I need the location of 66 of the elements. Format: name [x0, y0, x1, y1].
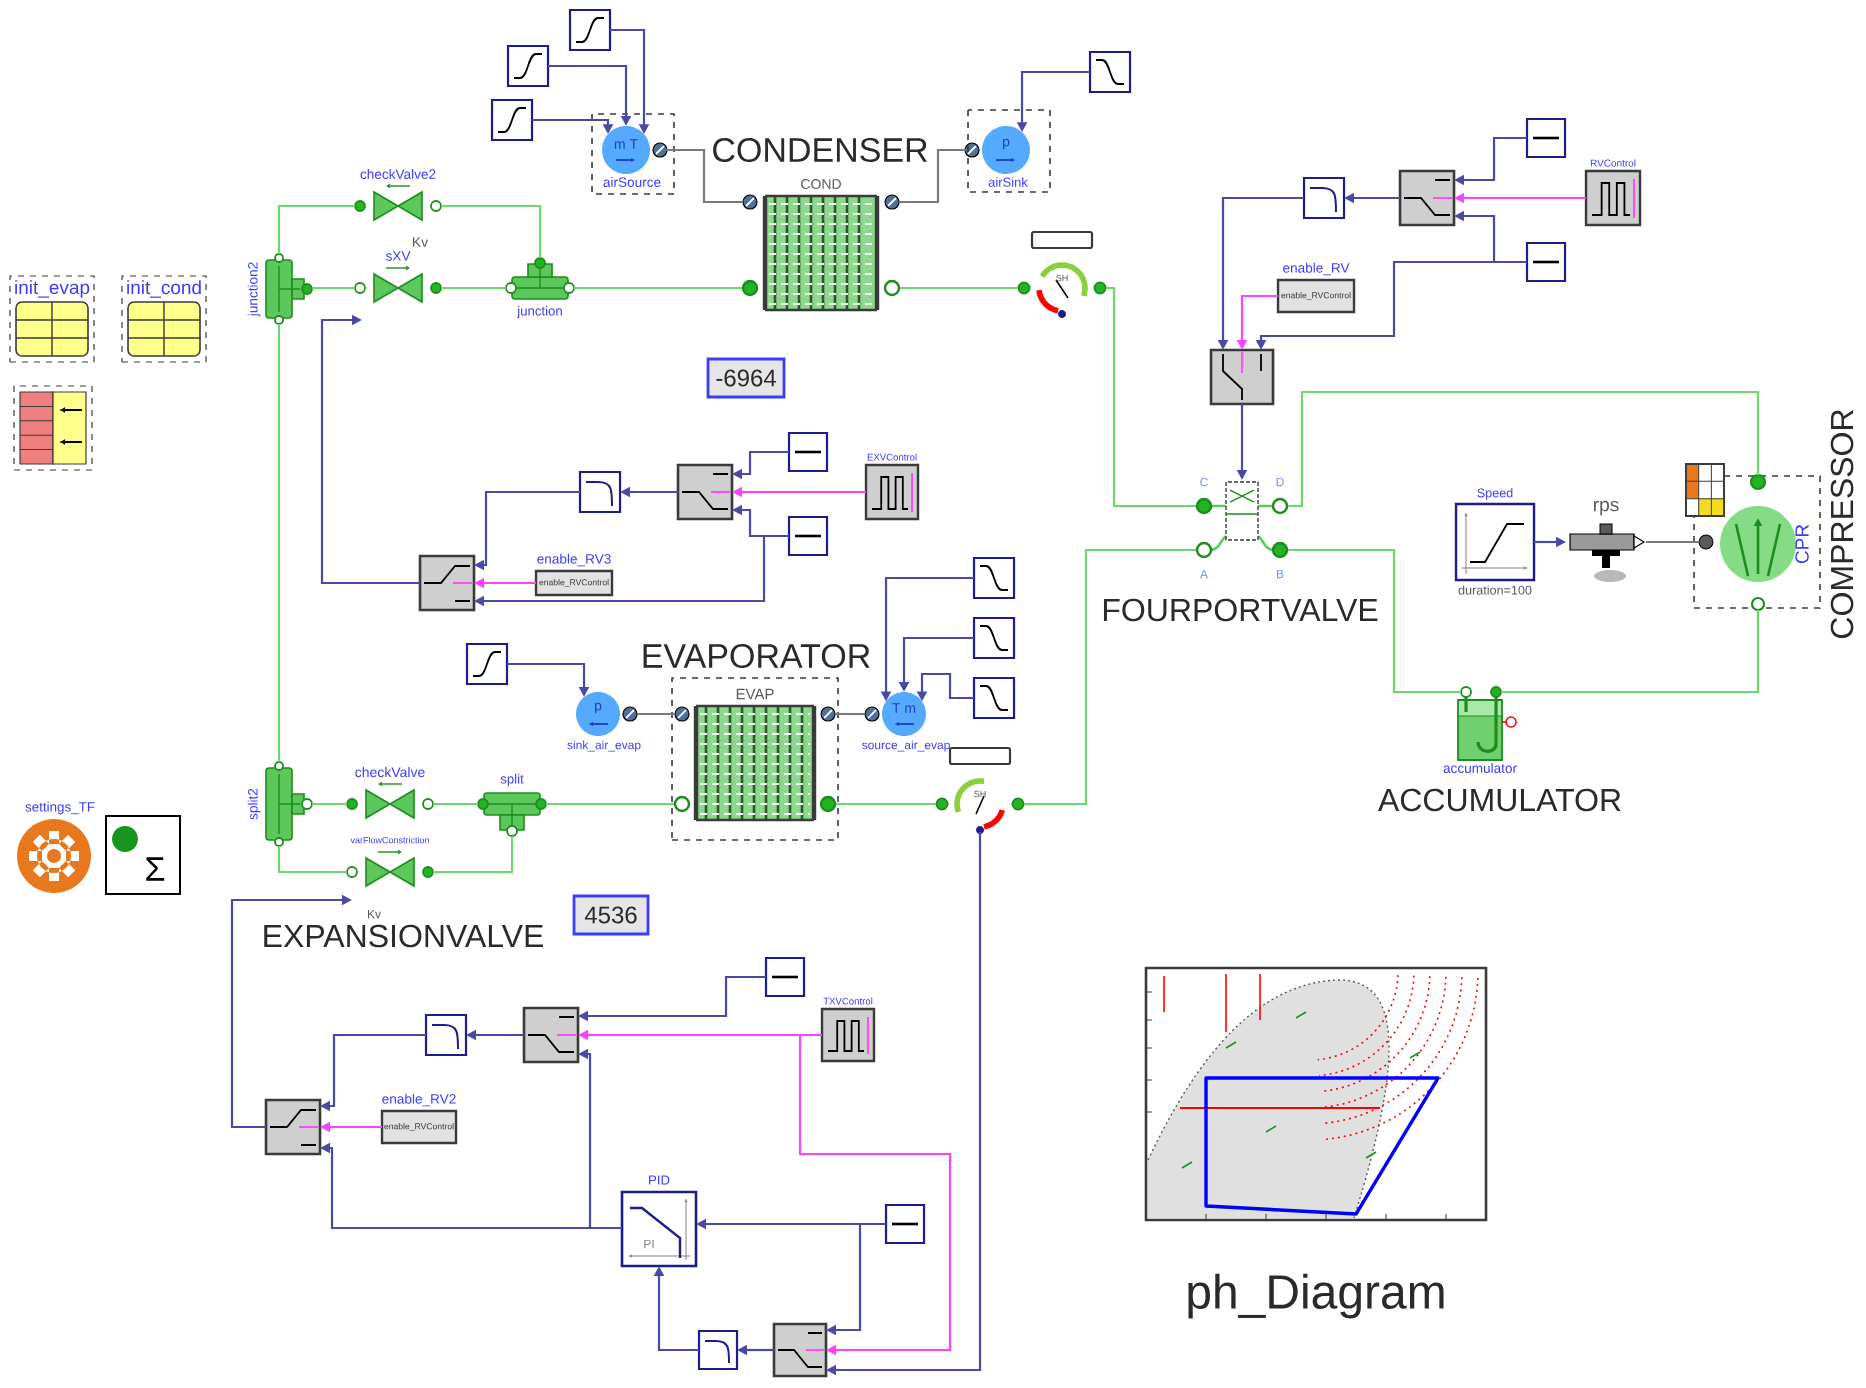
switch-block: [1209, 348, 1275, 406]
constant-block: [787, 515, 829, 557]
filter-block: [697, 1329, 739, 1371]
connector-line: [836, 802, 936, 806]
connector-line: [1024, 548, 1196, 806]
connector-line: [312, 802, 347, 806]
switch-block: [772, 1322, 828, 1378]
block-label: CPR: [1795, 524, 1809, 564]
connector-line: [312, 286, 355, 290]
connector-line: [637, 712, 674, 716]
connector-line: [441, 204, 542, 258]
switch-block: [522, 1006, 580, 1064]
constant-block: [1525, 241, 1567, 283]
connector-line: [1288, 390, 1760, 508]
ramp-block: [972, 556, 1016, 600]
ramp-block: [465, 642, 509, 686]
constant-block: [884, 1203, 926, 1245]
sum-sign: Σ: [146, 857, 165, 881]
group-title: FOURPORTVALVE: [1103, 598, 1378, 622]
constant-block: [787, 431, 829, 473]
group-title: EXPANSIONVALVE: [264, 924, 544, 948]
switch-block: [264, 1098, 322, 1156]
filter-block: [578, 470, 622, 514]
switch-block: [1398, 169, 1456, 227]
ramp-block: [1088, 50, 1132, 94]
filter-block: [1302, 176, 1346, 220]
group-title: CONDENSER: [713, 137, 928, 163]
block-label: init_evap: [15, 280, 90, 298]
display-box: 4536: [572, 894, 650, 936]
connector-line: [441, 286, 506, 290]
connector-line: [433, 802, 478, 806]
table-block: [13, 385, 93, 471]
group-title: ACCUMULATOR: [1378, 788, 1621, 812]
connector-line: [277, 324, 281, 762]
display-box: -6964: [706, 357, 786, 399]
group-title: COMPRESSOR: [1830, 409, 1854, 638]
connector-line: [1501, 610, 1760, 694]
switch-block: [418, 554, 476, 612]
constant-block: [764, 956, 806, 998]
connector-line: [1288, 548, 1461, 694]
connector-line: [1646, 540, 1699, 544]
connector-line: [277, 204, 355, 254]
arrow: [798, 1033, 952, 1356]
ramp-block: [568, 8, 612, 52]
connector-line: [574, 286, 742, 290]
block-label: rps: [1593, 500, 1619, 516]
group-title: EVAPORATOR: [643, 643, 870, 669]
filter-block: [424, 1013, 468, 1057]
block-label: init_cond: [127, 280, 201, 298]
ramp-block: [972, 676, 1016, 720]
constant-block: [1525, 117, 1567, 159]
ramp-block: [490, 98, 534, 142]
connector-line: [433, 836, 514, 874]
connector-line: [666, 148, 742, 204]
ramp-block: [506, 44, 550, 88]
switch-block: [676, 463, 734, 521]
connector-line: [836, 712, 865, 716]
ramp-block: [972, 616, 1016, 660]
connector-line: [546, 802, 674, 806]
chart-title: ph_Diagram: [1188, 1273, 1444, 1319]
table-icon: [1685, 463, 1725, 517]
connector-line: [900, 148, 966, 204]
connector-line: [900, 286, 1018, 290]
connector-line: [277, 846, 347, 874]
arrow: [320, 314, 420, 585]
connector-line: [1106, 286, 1196, 508]
